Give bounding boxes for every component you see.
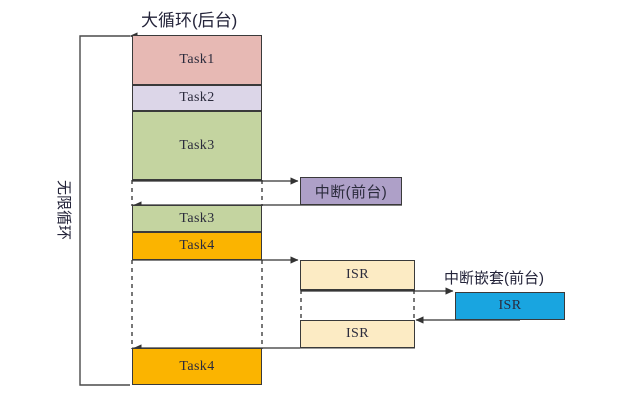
task1-label: Task1 [179,52,215,67]
isr-block-first[interactable]: ISR [300,260,415,290]
infinite-loop-arrow [79,32,138,386]
isr-block-second[interactable]: ISR [300,320,415,348]
task3-block-first[interactable]: Task3 [132,111,262,180]
task3-label-second: Task3 [179,210,215,226]
task2-label: Task2 [179,90,215,105]
task1-block[interactable]: Task1 [132,35,262,85]
interrupt-block[interactable]: 中断(前台) [300,177,402,205]
task4-label-first: Task4 [179,238,215,253]
isr-dashed-guides [300,290,415,320]
main-loop-title: 大循环(后台) [141,11,238,30]
isr-block-nested[interactable]: ISR [455,292,565,320]
isr-label-first: ISR [346,267,369,282]
infinite-loop-label: 无限循环 [55,180,72,241]
isr-label-nested: ISR [498,298,522,313]
nested-interrupt-title: 中断嵌套(前台) [444,270,544,287]
task4-block-second[interactable]: Task4 [132,348,262,385]
interrupt-label: 中断(前台) [314,183,388,201]
task4-block-first[interactable]: Task4 [132,232,262,260]
task2-block[interactable]: Task2 [132,85,262,111]
isr-label-second: ISR [346,326,369,341]
task3-label-first: Task3 [179,137,215,153]
task4-label-second: Task4 [179,358,215,374]
task3-block-second[interactable]: Task3 [132,205,262,232]
background-dashed-guides [131,180,263,349]
